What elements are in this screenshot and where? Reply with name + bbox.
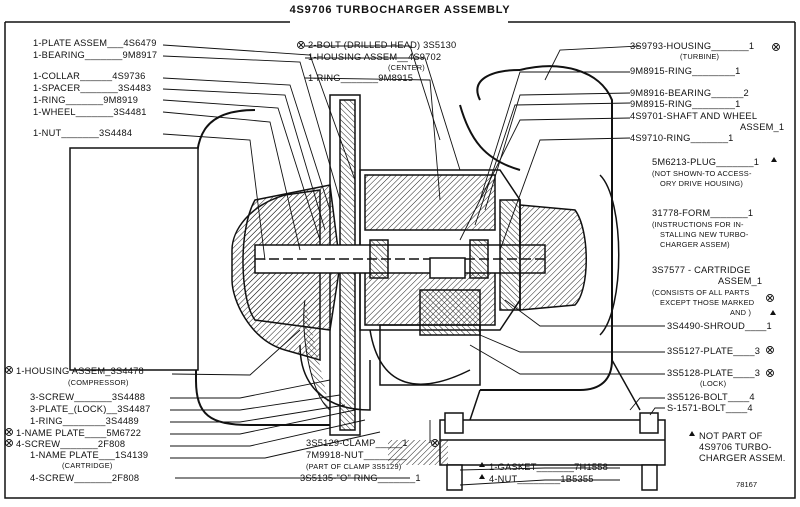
label-nut-clamp: 7M9918-NUT________ [306,450,407,460]
label-screw4b: 4-SCREW_______2F808 [30,473,140,483]
label-form-note-3: CHARGER ASSEM) [660,240,730,249]
label-housing-compressor-sub: (COMPRESSOR) [68,378,129,387]
label-form-note-1: (INSTRUCTIONS FOR IN- [652,220,744,229]
label-o-ring: 3S5135-"O" RING_______1 [300,473,421,483]
label-wheel: 1-WHEEL_______3S4481 [33,107,147,117]
leader-lines-right [459,45,665,486]
label-housing-turbine: 3S9793-HOUSING_______1 [630,41,755,51]
label-plug: 5M6213-PLUG_______1 [652,157,760,167]
label-name-plate-cartridge: 1-NAME PLATE___1S4139 [30,450,149,460]
label-form-note-2: STALLING NEW TURBO- [660,230,749,239]
label-shroud: 3S4490-SHROUD____1 [667,321,772,331]
label-bolt-drilled-head: 2-BOLT (DRILLED HEAD) 3S5130 [308,40,457,50]
label-cartridge-note-3: AND ) [730,308,752,317]
label-ring-r3: 4S9710-RING_______1 [630,133,734,143]
label-name-plate: 1-NAME PLATE____5M6722 [16,428,142,438]
label-nut: 1-NUT_______3S4484 [33,128,133,138]
label-screw4: 4-SCREW_______2F808 [16,439,126,449]
label-shaft-wheel: 4S9701-SHAFT AND WHEEL [630,111,758,121]
label-cartridge-note-2: EXCEPT THOSE MARKED [660,298,755,307]
circle-x-markers [5,41,780,447]
label-housing-compressor: 1-HOUSING ASSEM_3S4478 [16,366,144,376]
label-spacer: 1-SPACER_______3S4483 [33,83,152,93]
label-cartridge: 3S7577 - CARTRIDGE [652,265,751,275]
label-cartridge-2: ASSEM_1 [718,276,763,286]
label-bearing-r: 9M8916-BEARING______2 [630,88,749,98]
label-plate-r: 3S5127-PLATE____3 [667,346,761,356]
label-not-part-1: NOT PART OF [699,431,763,441]
label-shaft-wheel-2: ASSEM_1 [740,122,785,132]
label-gasket: 1-GASKET_______7H1558 [489,462,608,472]
shaft [254,239,546,279]
label-ring: 1-RING_______9M8919 [33,95,139,105]
label-not-part-2: 4S9706 TURBO- [699,442,772,452]
center-housing [359,169,521,386]
label-not-part-3: CHARGER ASSEM. [699,453,786,463]
turbine-housing [459,65,620,391]
label-bolt-r2: S-1571-BOLT____4 [667,403,753,413]
label-nut-clamp-sub: (PART OF CLAMP 3S5129) [306,462,402,471]
label-housing-center: 1-HOUSING ASSEM__4S9702 [308,52,442,62]
turbine-wheel [499,199,587,311]
label-plate-lock: 3-PLATE_(LOCK)__3S4487 [30,404,151,414]
figure-number: 78167 [736,480,758,489]
label-clamp: 3S5129-CLAMP_____1 [306,438,408,448]
label-housing-turbine-sub: (TURBINE) [680,52,720,61]
label-name-plate-cartridge-sub: (CARTRIDGE) [62,461,113,470]
triangle-markers [479,157,777,479]
diagram-title: 4S9706 TURBOCHARGER ASSEMBLY [289,4,511,16]
leader-lines-left [162,44,381,479]
label-plug-note-2: ORY DRIVE HOUSING) [660,179,743,188]
mounting-flange [439,359,666,491]
label-housing-center-sub: (CENTER) [388,63,425,72]
label-ring-center: 1-RING_______9M8915 [308,73,414,83]
label-form: 31778-FORM_______1 [652,208,754,218]
label-plate-lock-r: 3S5128-PLATE____3 [667,368,761,378]
label-cartridge-note-1: (CONSISTS OF ALL PARTS [652,288,750,297]
label-ring-r1: 9M8915-RING________1 [630,66,741,76]
label-nut-r: 4-NUT________1B5355 [489,474,594,484]
leader-lines-center [300,45,461,479]
label-collar: 1-COLLAR______4S9736 [33,71,146,81]
label-bolt-r: 3S5126-BOLT____4 [667,392,755,402]
label-screw3: 3-SCREW_______3S4488 [30,392,146,402]
label-plate-assem: 1-PLATE ASSEM___4S6479 [33,38,157,48]
label-ring-2: 1-RING________3S4489 [30,416,139,426]
label-plug-note-1: (NOT SHOWN-TO ACCESS- [652,169,752,178]
label-bearing: 1-BEARING_______9M8917 [33,50,158,60]
label-plate-lock-r-sub: (LOCK) [700,379,727,388]
label-ring-r2: 9M8915-RING________1 [630,99,741,109]
